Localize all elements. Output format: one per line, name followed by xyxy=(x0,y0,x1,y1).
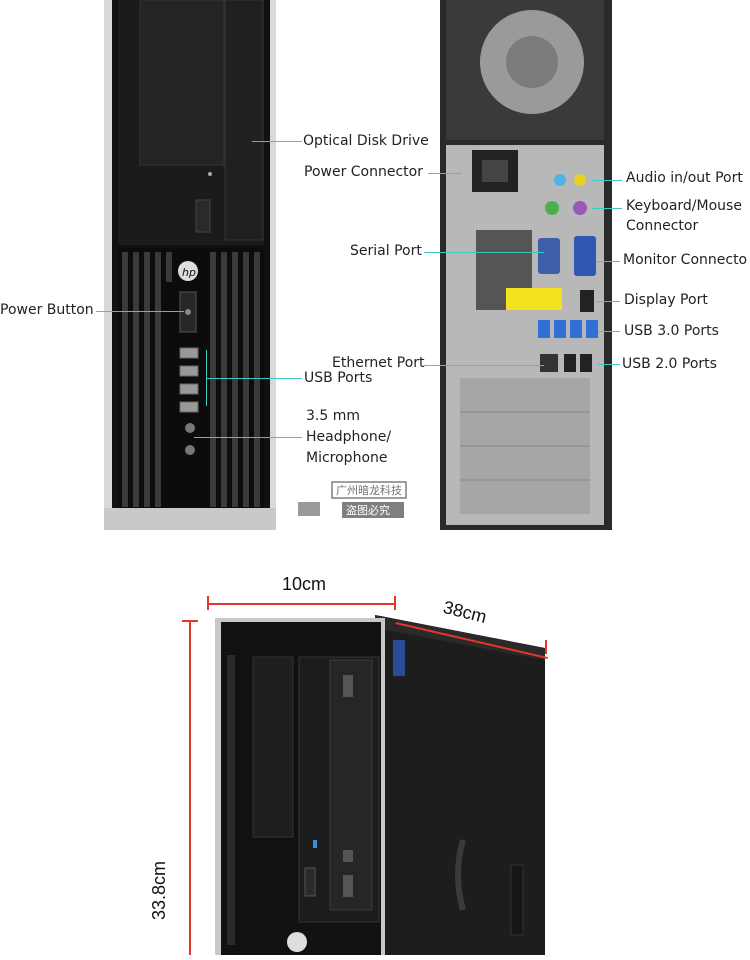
callout-line-keyboard-mouse xyxy=(592,208,622,209)
callout-line-power-connector xyxy=(428,173,462,174)
callout-line-audio xyxy=(194,437,302,438)
callout-line-power-button xyxy=(96,311,184,312)
watermark-line2: 盗图必究 xyxy=(346,504,390,517)
callout-line-audio-port xyxy=(592,180,622,181)
svg-text:hp: hp xyxy=(182,266,196,279)
label-audio-line2: Headphone/ xyxy=(306,429,392,445)
callout-line-monitor xyxy=(596,261,620,262)
label-display-port: Display Port xyxy=(624,292,708,308)
front-panel-photo: hp xyxy=(100,0,280,530)
label-usb2-ports: USB 2.0 Ports xyxy=(622,356,717,372)
tower-illustration xyxy=(215,615,545,955)
rear-panel-photo xyxy=(440,0,612,530)
width-dimension-tick-left xyxy=(207,596,209,610)
watermark-stamp: 广州暗龙科技 盗图必究 xyxy=(298,480,408,522)
label-usb3-ports: USB 3.0 Ports xyxy=(624,323,719,339)
label-usb-ports: USB Ports xyxy=(304,370,373,386)
label-audio-port: Audio in/out Port xyxy=(626,170,743,186)
depth-dimension-tick-end xyxy=(545,640,547,654)
label-power-connector: Power Connector xyxy=(304,164,423,180)
height-dimension-tick-top xyxy=(182,620,198,622)
tower-photo xyxy=(205,600,550,955)
label-optical-disk-drive: Optical Disk Drive xyxy=(303,133,429,149)
watermark-graphic xyxy=(298,481,407,518)
callout-line-optical xyxy=(252,141,302,142)
callout-line-usb2 xyxy=(598,364,620,365)
watermark-line1: 广州暗龙科技 xyxy=(336,484,402,497)
label-monitor-connector: Monitor Connecto xyxy=(623,252,748,268)
height-dimension-line xyxy=(189,620,191,955)
callout-line-ethernet xyxy=(424,365,544,366)
rear-panel-illustration xyxy=(440,0,612,530)
height-dimension-label: 33.8cm xyxy=(149,860,170,921)
front-panel-illustration: hp xyxy=(104,0,276,530)
callout-line-usb3 xyxy=(598,331,620,332)
callout-line-display-port xyxy=(596,301,620,302)
label-ethernet-port: Ethernet Port xyxy=(332,355,425,371)
label-keyboard-mouse-line1: Keyboard/Mouse xyxy=(626,198,742,214)
width-dimension-label: 10cm xyxy=(282,574,327,594)
width-dimension-line xyxy=(208,603,396,605)
width-dimension-tick-right xyxy=(394,596,396,610)
label-keyboard-mouse-line2: Connector xyxy=(626,218,699,234)
callout-line-serial xyxy=(424,252,544,253)
label-audio-line1: 3.5 mm xyxy=(306,408,360,424)
callout-line-usb xyxy=(206,378,302,379)
label-audio-line3: Microphone xyxy=(306,450,388,466)
label-power-button: Power Button xyxy=(0,302,94,318)
label-serial-port: Serial Port xyxy=(350,243,422,259)
